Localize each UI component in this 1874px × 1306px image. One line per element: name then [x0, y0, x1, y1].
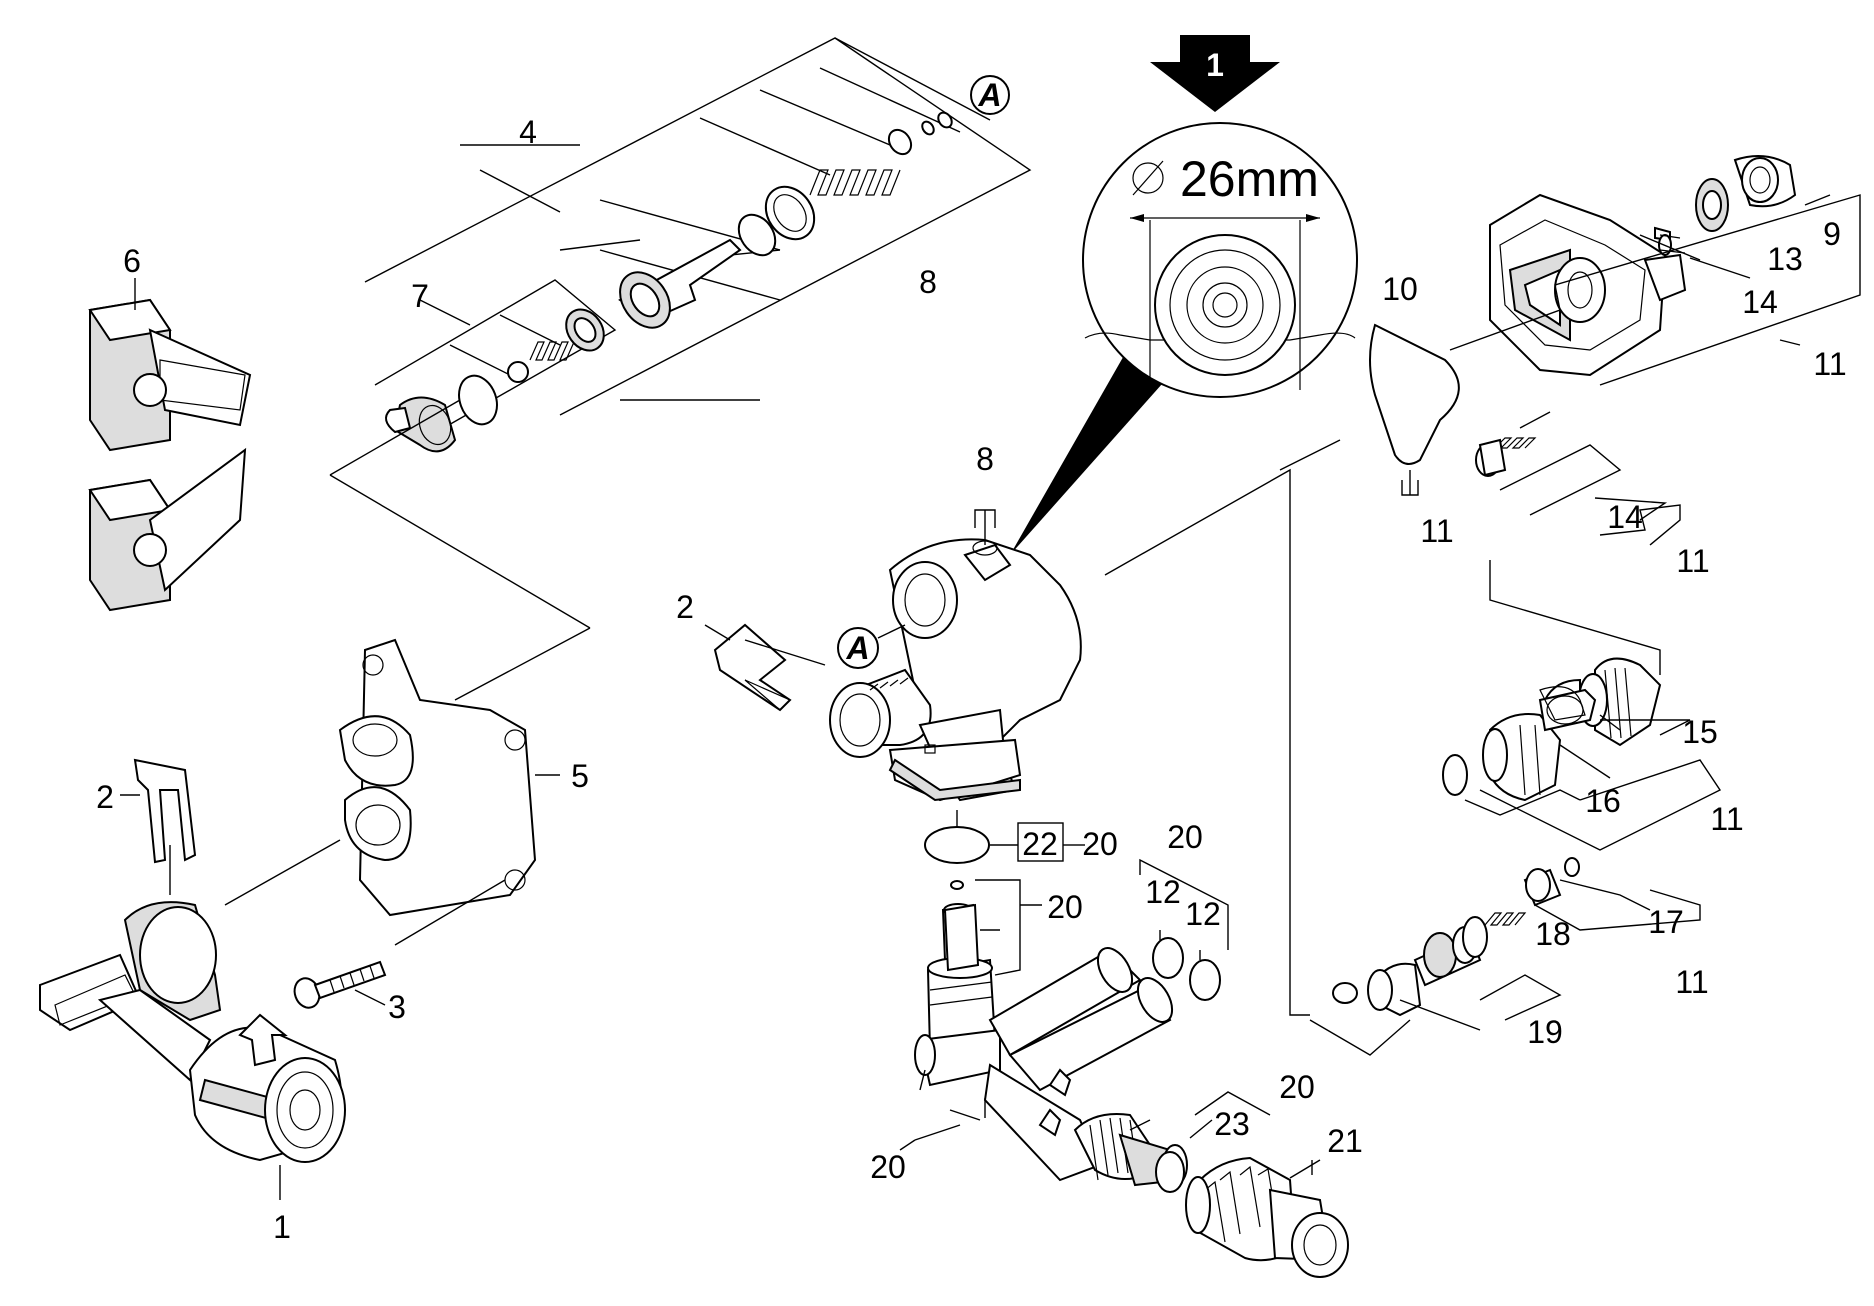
label-11c: 11	[1676, 543, 1709, 579]
oring-22	[924, 810, 1078, 864]
pump-body: A	[829, 509, 1082, 802]
label-4: 4	[519, 114, 537, 150]
label-3: 3	[388, 989, 406, 1025]
clip-part-center	[704, 623, 826, 712]
valve-17-18-19	[1309, 857, 1701, 1056]
valve-15-16	[1442, 560, 1722, 851]
label-18: 18	[1535, 916, 1571, 952]
label-19: 19	[1527, 1014, 1563, 1050]
label-10: 10	[1382, 271, 1418, 307]
screw-part	[293, 960, 387, 1009]
label-20b: 20	[1167, 819, 1203, 855]
badge-a-top	[970, 75, 1010, 115]
callout-number: 1	[1206, 47, 1224, 83]
label-15: 15	[1682, 714, 1718, 750]
label-2b: 2	[676, 589, 694, 625]
spring-cap-14	[1475, 411, 1681, 546]
label-13: 13	[1767, 241, 1803, 277]
label-7: 7	[411, 278, 429, 314]
label-8b: 8	[976, 441, 994, 477]
label-2a: 2	[96, 779, 114, 815]
spring-icon	[809, 169, 901, 196]
badge-a-top-text: A	[977, 77, 1001, 113]
detail-measurement: 26mm	[1180, 151, 1319, 207]
connector-part	[39, 901, 346, 1200]
label-17: 17	[1648, 904, 1684, 940]
label-1: 1	[273, 1209, 291, 1245]
label-6: 6	[123, 243, 141, 279]
label-11d: 11	[1710, 801, 1743, 837]
detail-circle: 26mm	[1010, 122, 1358, 555]
housing-part	[224, 399, 591, 946]
bracket-part	[88, 278, 252, 612]
valve-insert	[943, 879, 1042, 976]
badge-a-body	[837, 627, 879, 669]
label-12b: 12	[1185, 896, 1221, 932]
label-11a: 11	[1813, 346, 1846, 382]
label-23: 23	[1214, 1106, 1250, 1142]
label-14b: 14	[1607, 499, 1643, 535]
label-20e: 20	[870, 1149, 906, 1185]
unloader-head	[1449, 155, 1861, 386]
detail-pointer	[1010, 345, 1170, 555]
arrow-up-icon	[238, 1013, 288, 1067]
label-11b: 11	[1420, 513, 1453, 549]
part-labels: 1 2 2 3 4 5 6 7 8 8 9 10 11 11 11 11 11 …	[96, 114, 1847, 1245]
callout-arrow-1: 1	[1150, 35, 1280, 112]
seal-10	[1104, 323, 1460, 1016]
orings-12	[1139, 858, 1229, 1001]
label-11e: 11	[1675, 964, 1708, 1000]
label-14a: 14	[1742, 284, 1778, 320]
filter-and-coupling	[1155, 1091, 1349, 1278]
label-16: 16	[1585, 783, 1621, 819]
label-12a: 12	[1145, 874, 1181, 910]
label-20d: 20	[1279, 1069, 1315, 1105]
label-leaders	[899, 844, 1313, 1175]
label-8a: 8	[919, 264, 937, 300]
diameter-icon	[1132, 162, 1164, 194]
label-20a: 20	[1082, 826, 1118, 862]
valve-stack-assembly: A	[364, 37, 1032, 416]
label-5: 5	[571, 758, 589, 794]
label-21: 21	[1327, 1123, 1363, 1159]
clip-part-left	[120, 758, 197, 895]
badge-a-body-text: A	[845, 630, 869, 666]
label-20c: 20	[1047, 889, 1083, 925]
label-9: 9	[1823, 216, 1841, 252]
label-22: 22	[1022, 826, 1058, 862]
